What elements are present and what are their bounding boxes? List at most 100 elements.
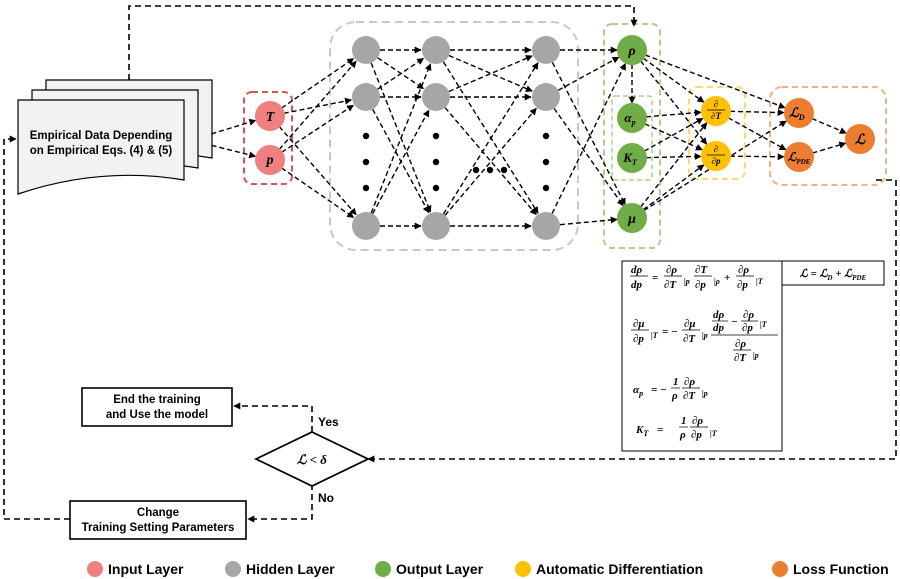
svg-text:|T: |T	[651, 331, 659, 340]
legend-item-autodiff: Automatic Differentiation	[515, 561, 703, 577]
svg-text:dρ: dρ	[631, 264, 643, 276]
svg-text:∂T: ∂T	[683, 390, 696, 402]
connection-line	[553, 108, 624, 207]
loss-equation-box: ℒ = ℒD + ℒPDE	[781, 260, 885, 286]
hidden-node	[352, 83, 380, 111]
svg-text:ρ: ρ	[679, 429, 686, 441]
svg-text:|p: |p	[702, 389, 708, 398]
svg-text:∂ρ: ∂ρ	[666, 264, 677, 276]
svg-text:∂p: ∂p	[742, 322, 753, 334]
legend-label-hidden: Hidden Layer	[246, 561, 335, 577]
connection-line	[811, 117, 847, 134]
ellipsis-dot	[500, 166, 508, 174]
connection-line	[559, 216, 618, 226]
connection-line	[640, 122, 708, 208]
output-label-kt: KT	[622, 150, 638, 167]
svg-text:=: =	[652, 272, 658, 284]
ellipsis-dot	[486, 166, 494, 174]
autodiff-node-dp: ∂ ∂p	[701, 141, 731, 171]
input-group-box	[243, 91, 293, 185]
hidden-node	[352, 36, 380, 64]
svg-text:∂ρ: ∂ρ	[743, 309, 754, 321]
svg-text:dρ: dρ	[713, 309, 725, 321]
ellipsis-dot	[542, 158, 550, 166]
connection-line	[640, 60, 708, 145]
end-training-box: End the training and Use the model	[81, 387, 233, 427]
yes-label: Yes	[318, 415, 339, 429]
decision-diamond: ℒ < δ	[253, 431, 371, 487]
connection-line	[278, 126, 357, 216]
autodiff-group-box	[688, 86, 746, 180]
ellipsis-dot	[362, 158, 370, 166]
equation-dmu-dp: ∂μ ∂p |T = − ∂μ ∂T |p dρ dp − ∂ρ ∂p |T ∂…	[631, 309, 778, 364]
connection-line	[211, 144, 257, 159]
output-label-rho: ρ	[627, 44, 635, 59]
connection-line	[370, 63, 432, 214]
svg-text:αp: αp	[633, 384, 643, 398]
loss-label-lpde: ℒPDE	[788, 150, 811, 166]
decision-to-end-arrow	[233, 402, 313, 432]
connection-line	[551, 62, 627, 214]
connection-line	[442, 62, 539, 215]
loss-group-box	[769, 86, 887, 186]
connection-line	[372, 109, 430, 215]
connection-line	[727, 117, 787, 151]
connection-line	[729, 153, 785, 161]
legend-label-input: Input Layer	[108, 561, 184, 577]
autodiff-dt-num: ∂	[714, 99, 718, 109]
svg-text:∂p: ∂p	[633, 333, 644, 345]
loss-label-total: ℒ	[855, 133, 866, 148]
feedback-arrow-top	[128, 5, 638, 80]
svg-text:∂ρ: ∂ρ	[738, 264, 749, 276]
autodiff-dp-den: ∂p	[712, 156, 721, 166]
connections	[211, 46, 847, 230]
svg-text:ρ: ρ	[671, 390, 678, 402]
connection-line	[281, 167, 355, 219]
input-label-t: T	[266, 110, 276, 125]
output-node-mu: μ	[617, 203, 647, 233]
equation-box: dρ dp = ∂ρ ∂T |p ∂T ∂p |ρ + ∂ρ ∂p |T ∂μ …	[621, 260, 783, 452]
ellipsis-dot	[362, 184, 370, 192]
svg-text:∂p: ∂p	[695, 279, 706, 291]
svg-text:∂μ: ∂μ	[633, 318, 645, 330]
autodiff-node-dt: ∂ ∂T	[701, 96, 731, 126]
svg-text:+: +	[724, 272, 730, 284]
svg-text:∂ρ: ∂ρ	[684, 376, 695, 388]
ellipsis-dot	[472, 166, 480, 174]
connection-line	[551, 62, 626, 206]
svg-text:|T: |T	[760, 320, 768, 329]
svg-text:|ρ: |ρ	[714, 277, 720, 286]
connection-line	[645, 109, 702, 118]
connection-line	[377, 57, 425, 90]
legend-item-output: Output Layer	[375, 561, 484, 577]
svg-text:|p: |p	[684, 277, 690, 286]
svg-text:∂p: ∂p	[737, 279, 748, 291]
change-to-empirical-arrow	[3, 135, 70, 520]
svg-text:∂ρ: ∂ρ	[692, 415, 703, 427]
hidden-node	[532, 36, 560, 64]
svg-text:∂p: ∂p	[691, 429, 702, 441]
loss-node-total: ℒ	[845, 124, 875, 154]
connection-line	[448, 54, 533, 92]
equation-drho-dp: dρ dp = ∂ρ ∂T |p ∂T ∂p |ρ + ∂ρ ∂p |T	[630, 264, 764, 291]
legend-item-input: Input Layer	[87, 561, 184, 577]
svg-text:|p: |p	[753, 351, 759, 360]
svg-text:∂μ: ∂μ	[684, 318, 696, 330]
ellipsis-dot	[432, 132, 440, 140]
loss-equation-text: ℒ = ℒD + ℒPDE	[800, 268, 867, 282]
change-parameters-box: Change Training Setting Parameters	[69, 500, 247, 540]
ellipsis-dot	[542, 132, 550, 140]
legend: Input Layer Hidden Layer Output Layer Au…	[87, 561, 889, 577]
change-box-line1: Change	[137, 507, 179, 519]
decision-text: ℒ < δ	[297, 452, 327, 467]
svg-text:= −: = −	[662, 326, 678, 338]
connection-line	[211, 118, 257, 135]
svg-text:|T: |T	[710, 429, 718, 438]
hidden-node	[352, 212, 380, 240]
output-label-mu: μ	[627, 212, 636, 227]
autodiff-dp-num: ∂	[714, 144, 718, 154]
svg-text:∂T: ∂T	[695, 264, 708, 276]
svg-text:= −: = −	[651, 384, 667, 396]
hidden-group-box	[329, 21, 579, 251]
